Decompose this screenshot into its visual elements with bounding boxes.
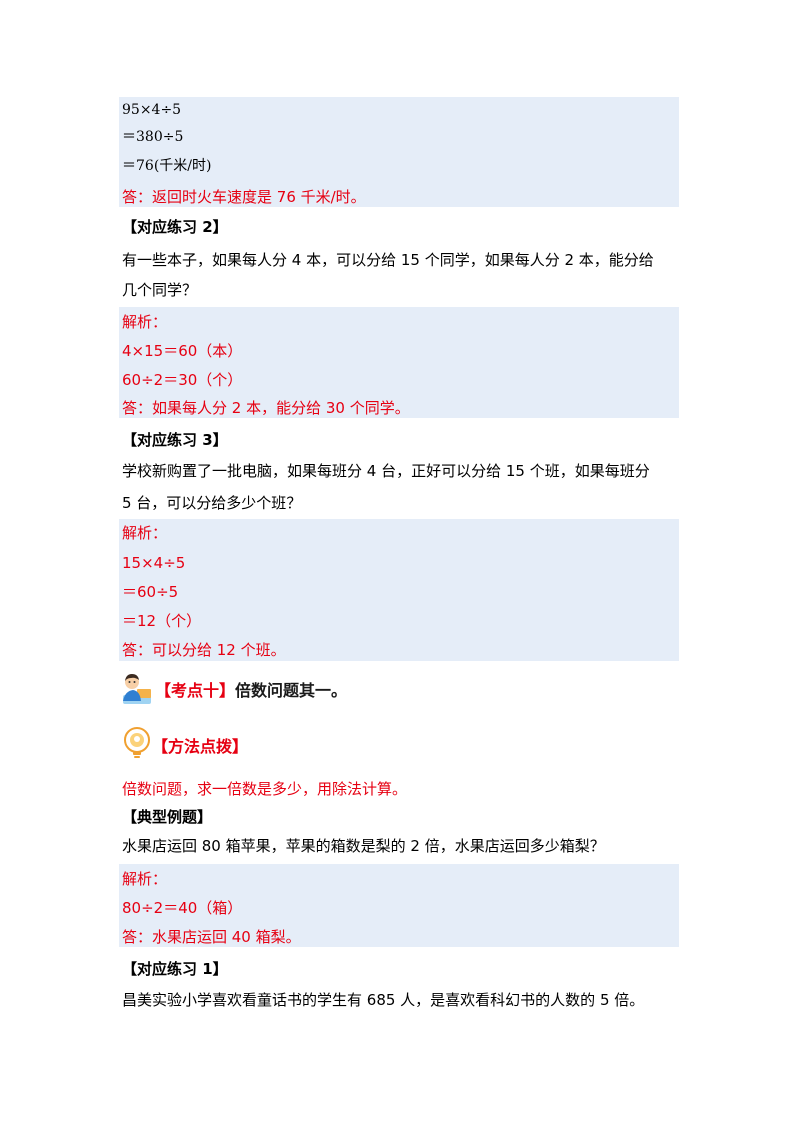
example-heading: 【典型例题】: [122, 808, 213, 826]
lightbulb-icon: [122, 726, 152, 760]
answer-line: 答：水果店运回 40 箱梨。: [122, 928, 301, 946]
calc-line: ＝76(千米/时): [122, 158, 212, 174]
practice-heading: 【对应练习 1】: [122, 960, 228, 978]
section-title-text: 倍数问题其一。: [235, 681, 348, 700]
calc-line: 4×15＝60（本）: [122, 342, 243, 360]
answer-line: 答：可以分给 12 个班。: [122, 641, 286, 659]
calc-line: 95×4÷5: [122, 102, 182, 118]
answer-line: 答：如果每人分 2 本，能分给 30 个同学。: [122, 399, 410, 417]
section-title: 【考点十】倍数问题其一。: [155, 681, 347, 701]
teacher-icon: [119, 671, 153, 707]
method-text: 倍数问题，求一倍数是多少，用除法计算。: [122, 780, 408, 798]
section-bracket: 【考点十】: [155, 681, 236, 700]
question-text: 有一些本子，如果每人分 4 本，可以分给 15 个同学，如果每人分 2 本，能分…: [122, 251, 654, 269]
solution-box-4: [119, 864, 679, 947]
question-text: 水果店运回 80 箱苹果，苹果的箱数是梨的 2 倍，水果店运回多少箱梨？: [122, 837, 605, 855]
solution-label: 解析：: [122, 524, 168, 542]
calc-line: 60÷2＝30（个）: [122, 371, 243, 389]
practice-heading: 【对应练习 3】: [122, 431, 228, 449]
calc-line: ＝12（个）: [122, 612, 202, 630]
solution-label: 解析：: [122, 870, 168, 888]
calc-line: ＝60÷5: [122, 583, 179, 601]
calc-line: ＝380÷5: [122, 129, 184, 145]
question-text: 昌美实验小学喜欢看童话书的学生有 685 人，是喜欢看科幻书的人数的 5 倍。: [122, 991, 645, 1009]
solution-box-1: [119, 97, 679, 207]
question-text: 几个同学？: [122, 281, 198, 299]
method-label: 【方法点拨】: [152, 737, 249, 756]
question-text: 学校新购置了一批电脑，如果每班分 4 台，正好可以分给 15 个班，如果每班分: [122, 462, 650, 480]
answer-line: 答：返回时火车速度是 76 千米/时。: [122, 188, 366, 206]
calc-line: 15×4÷5: [122, 554, 186, 572]
solution-box-3: [119, 519, 679, 661]
question-text: 5 台，可以分给多少个班？: [122, 494, 302, 512]
solution-label: 解析：: [122, 313, 168, 331]
calc-line: 80÷2＝40（箱）: [122, 899, 243, 917]
solution-box-2: [119, 307, 679, 418]
practice-heading: 【对应练习 2】: [122, 218, 228, 236]
